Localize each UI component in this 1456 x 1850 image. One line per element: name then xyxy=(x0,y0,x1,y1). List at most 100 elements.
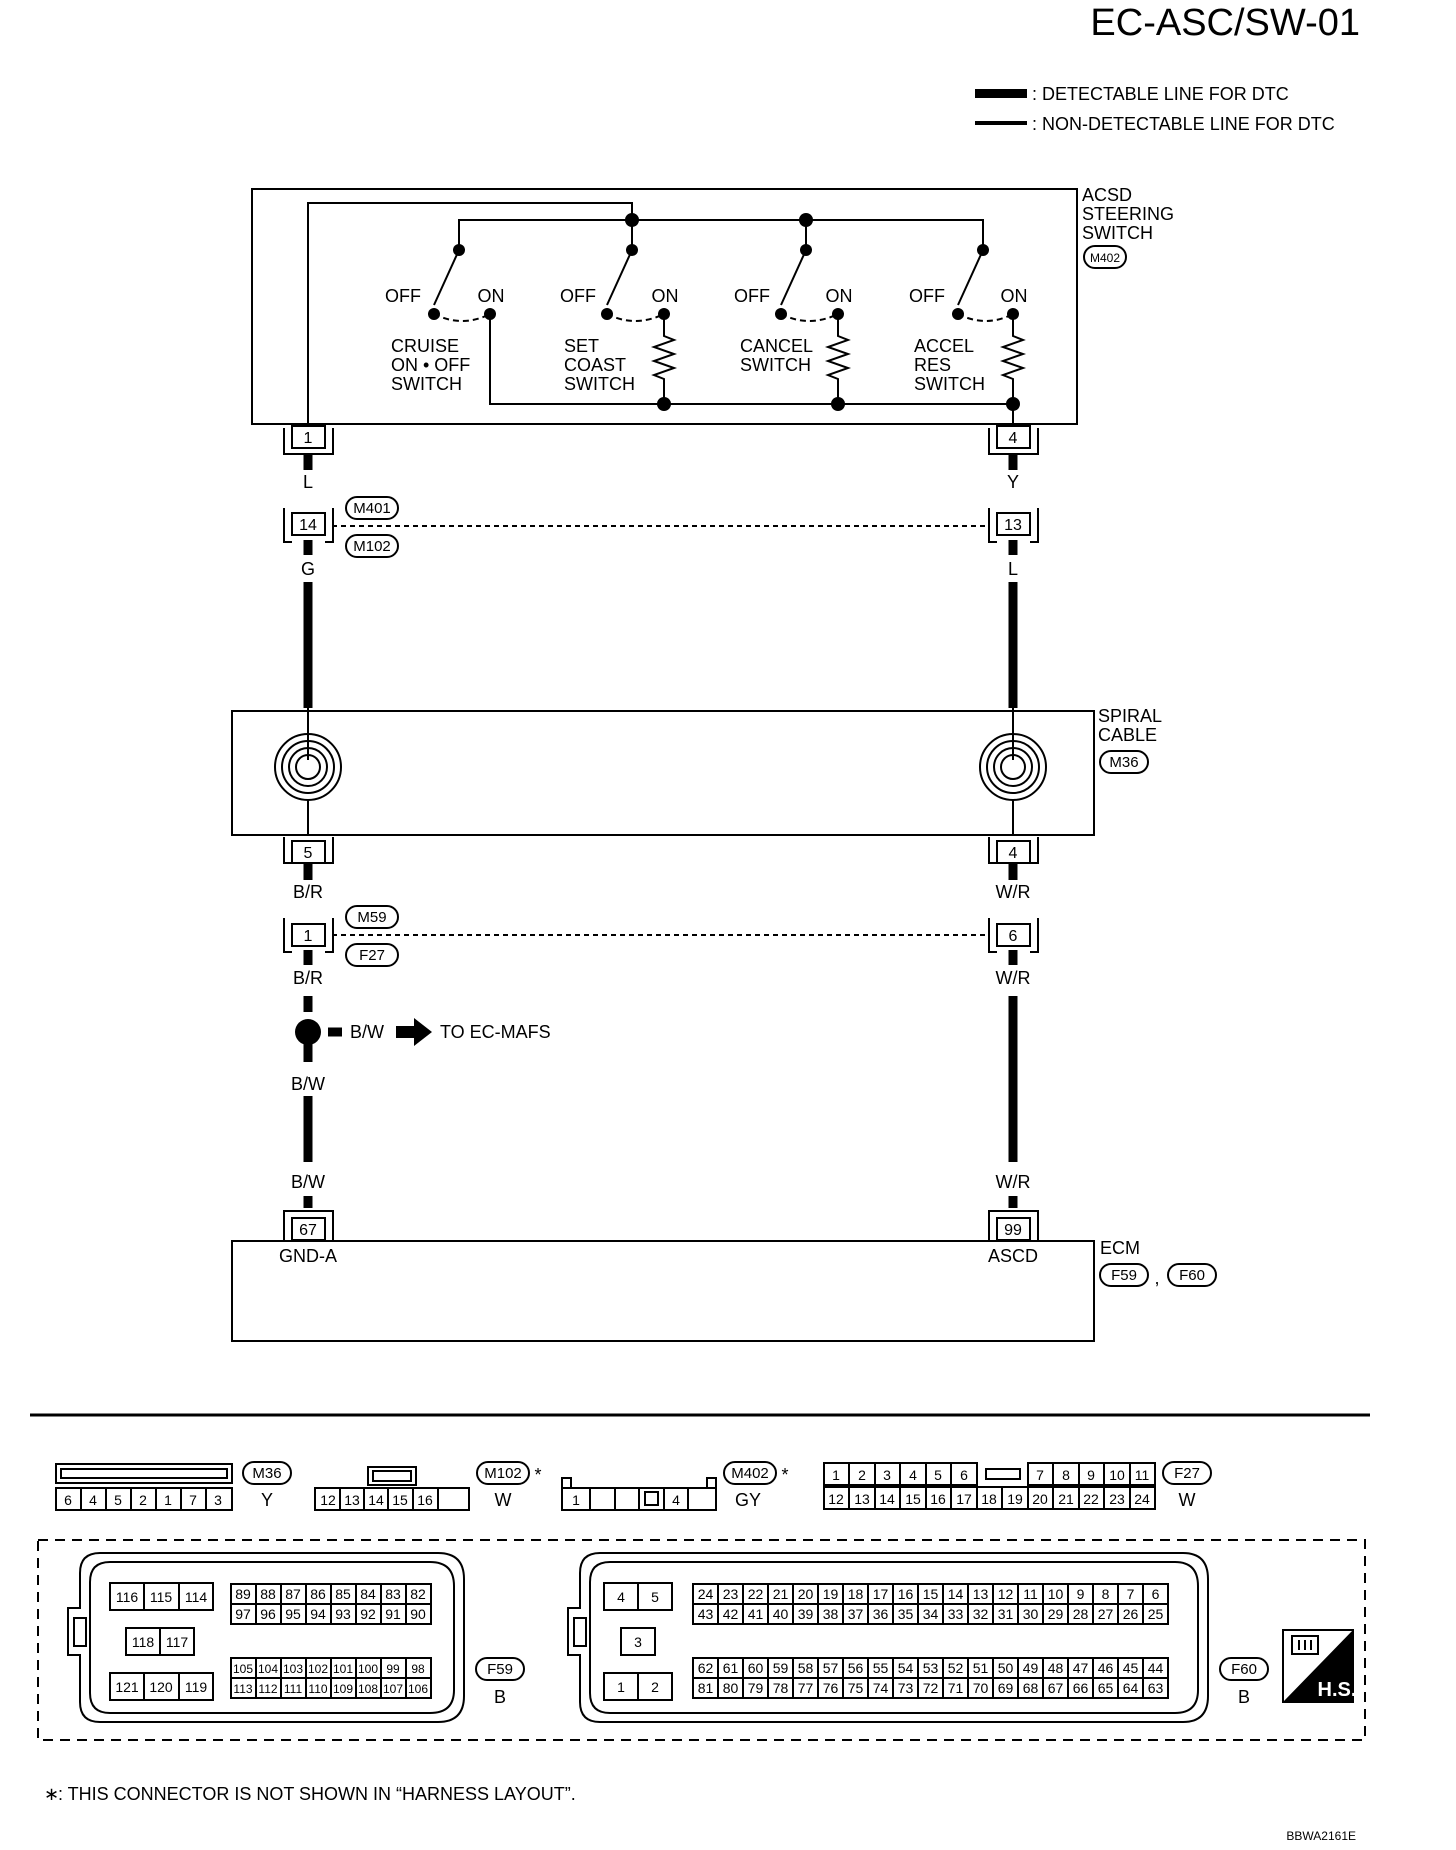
legend-detectable-text: : DETECTABLE LINE FOR DTC xyxy=(1032,84,1289,104)
f59-pin: 117 xyxy=(166,1634,189,1650)
f59-pin: 96 xyxy=(260,1606,276,1622)
f60-pin: 10 xyxy=(1048,1586,1064,1602)
f60-pin: 13 xyxy=(973,1586,989,1602)
f60-pin: 21 xyxy=(773,1586,789,1602)
ecm-name: ECM xyxy=(1100,1238,1140,1258)
f60-pin: 24 xyxy=(698,1586,714,1602)
splice-node xyxy=(295,1019,321,1045)
f59-pin: 98 xyxy=(411,1662,425,1676)
f27-pin: 24 xyxy=(1134,1491,1150,1507)
f60-pin: 74 xyxy=(873,1680,889,1696)
wire-label-6-left: B/W xyxy=(291,1172,325,1192)
switch3-on-label: ON xyxy=(826,286,853,306)
reference-code: BBWA2161E xyxy=(1286,1829,1356,1843)
f27-pin: 7 xyxy=(1036,1467,1044,1483)
acsd-common-wire xyxy=(307,202,633,432)
f60-pin: 18 xyxy=(848,1586,864,1602)
switch-names: CRUISE ON • OFF SWITCH SET COAST SWITCH … xyxy=(391,336,985,394)
m36-face-name: M36 xyxy=(252,1465,281,1482)
switch2-off-label: OFF xyxy=(560,286,596,306)
connector-face-f59 xyxy=(67,1552,465,1723)
f60-pin: 50 xyxy=(998,1660,1014,1676)
acsd-switch-nodes xyxy=(428,213,1020,411)
m36-pin-5: 1 xyxy=(164,1492,172,1508)
f59-pin: 108 xyxy=(358,1682,378,1696)
f59-pin: 82 xyxy=(410,1586,426,1602)
m36-face-color: Y xyxy=(261,1490,273,1510)
f27-face-color: W xyxy=(1179,1490,1196,1510)
to-ec-mafs-label: TO EC-MAFS xyxy=(440,1022,551,1042)
m36-pin-3: 5 xyxy=(114,1492,122,1508)
f59-pin: 104 xyxy=(258,1662,278,1676)
f59-pin: 85 xyxy=(335,1586,351,1602)
legend-non-detectable-text: : NON-DETECTABLE LINE FOR DTC xyxy=(1032,114,1335,134)
f59-pin: 99 xyxy=(386,1662,400,1676)
connector-housing-icon xyxy=(1291,1635,1319,1655)
f60-pin: 75 xyxy=(848,1680,864,1696)
f60-pin: 47 xyxy=(1073,1660,1089,1676)
f27-pin: 2 xyxy=(858,1467,866,1483)
f59-pin: 92 xyxy=(360,1606,376,1622)
f60-pin: 31 xyxy=(998,1606,1014,1622)
f60-pin: 2 xyxy=(651,1679,659,1695)
f27-pin: 22 xyxy=(1083,1491,1099,1507)
m36-pin-2: 4 xyxy=(89,1492,97,1508)
switch4-off-label: OFF xyxy=(909,286,945,306)
f27-pin: 13 xyxy=(854,1491,870,1507)
f60-pin: 26 xyxy=(1123,1606,1139,1622)
acsd-name-2: STEERING xyxy=(1082,204,1174,224)
f59-pin: 93 xyxy=(335,1606,351,1622)
f27-pins-row2: 12 13 14 15 16 17 18 19 20 21 22 23 24 xyxy=(828,1491,1150,1507)
f60-pin: 62 xyxy=(698,1660,714,1676)
switch1-off-label: OFF xyxy=(385,286,421,306)
f60-pin: 80 xyxy=(723,1680,739,1696)
joint-connector-ovals xyxy=(345,496,399,967)
f59-pin: 86 xyxy=(310,1586,326,1602)
f60-pin: 20 xyxy=(798,1586,814,1602)
connector-face-f60 xyxy=(567,1552,1209,1723)
connector-face-m102 xyxy=(314,1466,470,1511)
f60-pin: 61 xyxy=(723,1660,739,1676)
f27-pin: 15 xyxy=(905,1491,921,1507)
f60-pin: 1 xyxy=(617,1679,625,1695)
hs-badge: H.S. xyxy=(1282,1629,1356,1703)
f60-pin: 19 xyxy=(823,1586,839,1602)
pin-acsd-1: 1 xyxy=(304,430,313,447)
f27-pin: 12 xyxy=(828,1491,844,1507)
m102-face-name: M102 xyxy=(484,1465,522,1482)
m36-face-oval xyxy=(242,1461,292,1485)
f59-pin: 111 xyxy=(284,1682,303,1696)
f60-pin: 70 xyxy=(973,1680,989,1696)
m102-face-color: W xyxy=(495,1490,512,1510)
m402-face-star: * xyxy=(781,1465,788,1485)
m402-face-color: GY xyxy=(735,1490,761,1510)
f60-pin: 66 xyxy=(1073,1680,1089,1696)
cancel-switch-name-2: SWITCH xyxy=(740,355,811,375)
f59-pin: 118 xyxy=(132,1634,155,1650)
f59-pin: 90 xyxy=(410,1606,426,1622)
wires xyxy=(303,455,1018,1208)
f59-pins-row1: 89 88 87 86 85 84 83 82 xyxy=(235,1586,426,1602)
f60-pin: 41 xyxy=(748,1606,764,1622)
joint1-connector-a: M401 xyxy=(353,500,391,517)
m102-face-star: * xyxy=(534,1465,541,1485)
joint2-connector-b: F27 xyxy=(359,947,385,964)
f60-pin: 65 xyxy=(1098,1680,1114,1696)
m402-pin-1: 1 xyxy=(572,1492,580,1508)
f59-pin: 115 xyxy=(150,1589,173,1605)
spiral-cable-name-2: CABLE xyxy=(1098,725,1157,745)
f60-pin: 77 xyxy=(798,1680,814,1696)
f60-pin: 38 xyxy=(823,1606,839,1622)
f60-pin: 79 xyxy=(748,1680,764,1696)
wire-label-2-left: G xyxy=(301,559,315,579)
f60-pin: 44 xyxy=(1148,1660,1164,1676)
m402-face-name: M402 xyxy=(731,1465,769,1482)
f60-pin: 57 xyxy=(823,1660,839,1676)
f27-pin: 17 xyxy=(956,1491,972,1507)
f59-pin: 97 xyxy=(235,1606,251,1622)
f60-pin: 68 xyxy=(1023,1680,1039,1696)
cruise-switch-name-3: SWITCH xyxy=(391,374,462,394)
